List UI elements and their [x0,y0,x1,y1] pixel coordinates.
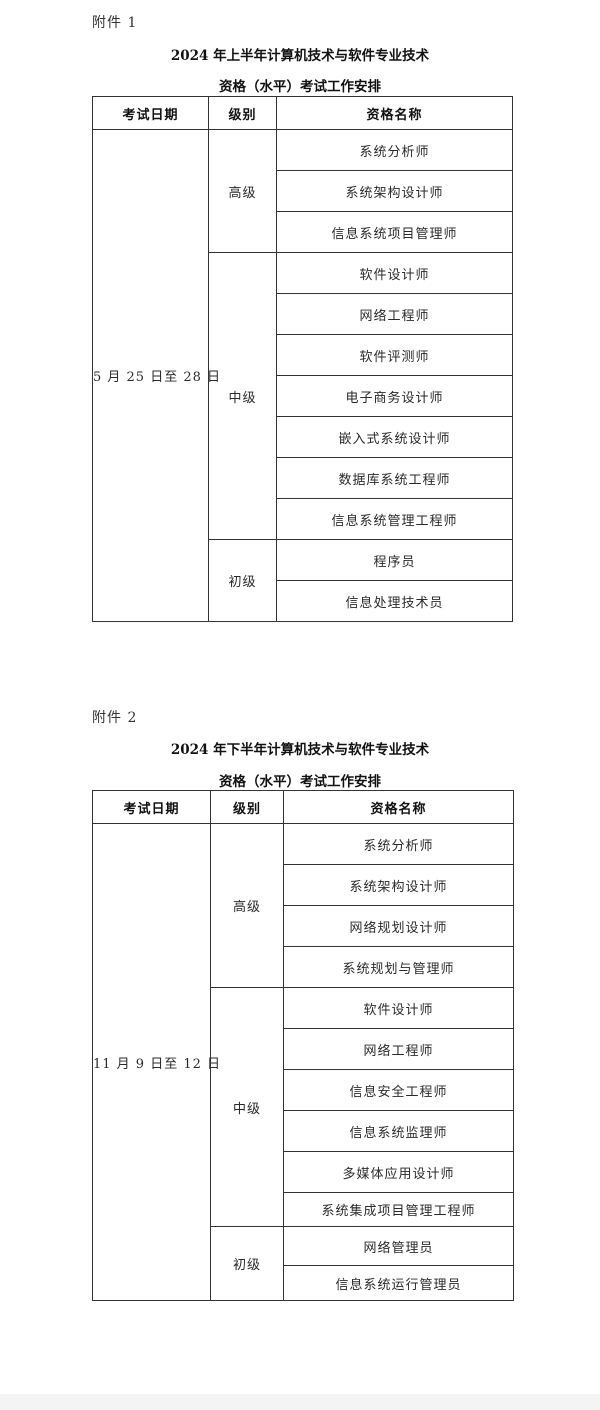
qualification-cell: 系统架构设计师 [283,864,514,906]
table-row: 中级 软件设计师 [93,987,514,1227]
qualification-cell: 系统规划与管理师 [283,946,514,988]
attachment-2-title-line1: 2024 年下半年计算机技术与软件专业技术 [170,742,430,758]
table-row: 系统架构设计师 [93,864,514,906]
table-row: 信息系统运行管理员 [93,1265,514,1301]
table-row: 系统架构设计师 [93,170,513,212]
level-cell-intermediate: 中级 [210,987,284,1227]
qualification-cell: 信息系统项目管理师 [276,211,513,253]
table-row: 嵌入式系统设计师 [93,416,513,458]
table-row: 信息系统项目管理师 [93,211,513,253]
table-row: 数据库系统工程师 [93,457,513,499]
header-level: 级别 [210,790,284,824]
qualification-cell: 电子商务设计师 [276,375,513,417]
page-bottom-strip [0,1394,600,1410]
qualification-cell: 信息系统监理师 [283,1110,514,1152]
exam-date-cell: 5 月 25 日至 28 日 [92,129,220,622]
table-row: 信息系统管理工程师 [93,498,513,540]
qualification-cell: 嵌入式系统设计师 [276,416,513,458]
table-row: 初级 网络管理员 [93,1226,514,1301]
table-header-row: 考试日期 级别 资格名称 [92,790,514,824]
qualification-cell: 信息处理技术员 [276,580,513,622]
qualification-cell: 系统集成项目管理工程师 [283,1192,514,1227]
attachment-1-schedule-table: 考试日期 级别 资格名称 5 月 25 日至 28 日 高级 系统分析师 系统架… [92,96,513,622]
attachment-2-schedule-table: 考试日期 级别 资格名称 11 月 9 日至 12 日 高级 系统分析师 系统架… [92,790,514,1301]
level-cell-senior: 高级 [208,129,277,253]
header-exam-date: 考试日期 [92,96,209,130]
table-row: 11 月 9 日至 12 日 高级 系统分析师 [92,823,514,1301]
table-row: 5 月 25 日至 28 日 高级 系统分析师 [92,129,513,622]
attachment-2-title-line2: 资格（水平）考试工作安排 [219,774,381,790]
header-level: 级别 [208,96,277,130]
qualification-cell: 网络管理员 [283,1226,514,1266]
qualification-cell: 网络工程师 [283,1028,514,1070]
qualification-cell: 系统分析师 [283,823,514,865]
qualification-cell: 多媒体应用设计师 [283,1151,514,1193]
qualification-cell: 系统架构设计师 [276,170,513,212]
attachment-2-label: 附件 2 [92,710,138,726]
qualification-cell: 软件设计师 [276,252,513,294]
table-row: 信息系统监理师 [93,1110,514,1152]
header-qualification: 资格名称 [283,790,514,824]
qualification-cell: 信息安全工程师 [283,1069,514,1111]
qualification-cell: 数据库系统工程师 [276,457,513,499]
table-header-row: 考试日期 级别 资格名称 [92,96,513,130]
table-row: 网络规划设计师 [93,905,514,947]
qualification-cell: 软件评测师 [276,334,513,376]
attachment-1-label: 附件 1 [92,15,138,31]
table-row: 软件评测师 [93,334,513,376]
level-cell-junior: 初级 [210,1226,284,1301]
attachment-1-title-line2: 资格（水平）考试工作安排 [219,79,381,95]
table-row: 网络工程师 [93,293,513,335]
table-row: 初级 程序员 [93,539,513,622]
level-cell-senior: 高级 [210,823,284,988]
attachment-1-title-line1: 2024 年上半年计算机技术与软件专业技术 [170,48,430,64]
qualification-cell: 网络规划设计师 [283,905,514,947]
qualification-cell: 系统分析师 [276,129,513,171]
header-qualification: 资格名称 [276,96,513,130]
level-cell-junior: 初级 [208,539,277,622]
qualification-cell: 信息系统运行管理员 [283,1265,514,1301]
qualification-cell: 信息系统管理工程师 [276,498,513,540]
table-row: 电子商务设计师 [93,375,513,417]
header-exam-date: 考试日期 [92,790,211,824]
table-row: 信息安全工程师 [93,1069,514,1111]
qualification-cell: 软件设计师 [283,987,514,1029]
qualification-cell: 网络工程师 [276,293,513,335]
exam-date-cell: 11 月 9 日至 12 日 [92,823,220,1301]
level-cell-intermediate: 中级 [208,252,277,540]
qualification-cell: 程序员 [276,539,513,581]
table-row: 系统规划与管理师 [93,946,514,988]
table-row: 信息处理技术员 [93,580,513,622]
